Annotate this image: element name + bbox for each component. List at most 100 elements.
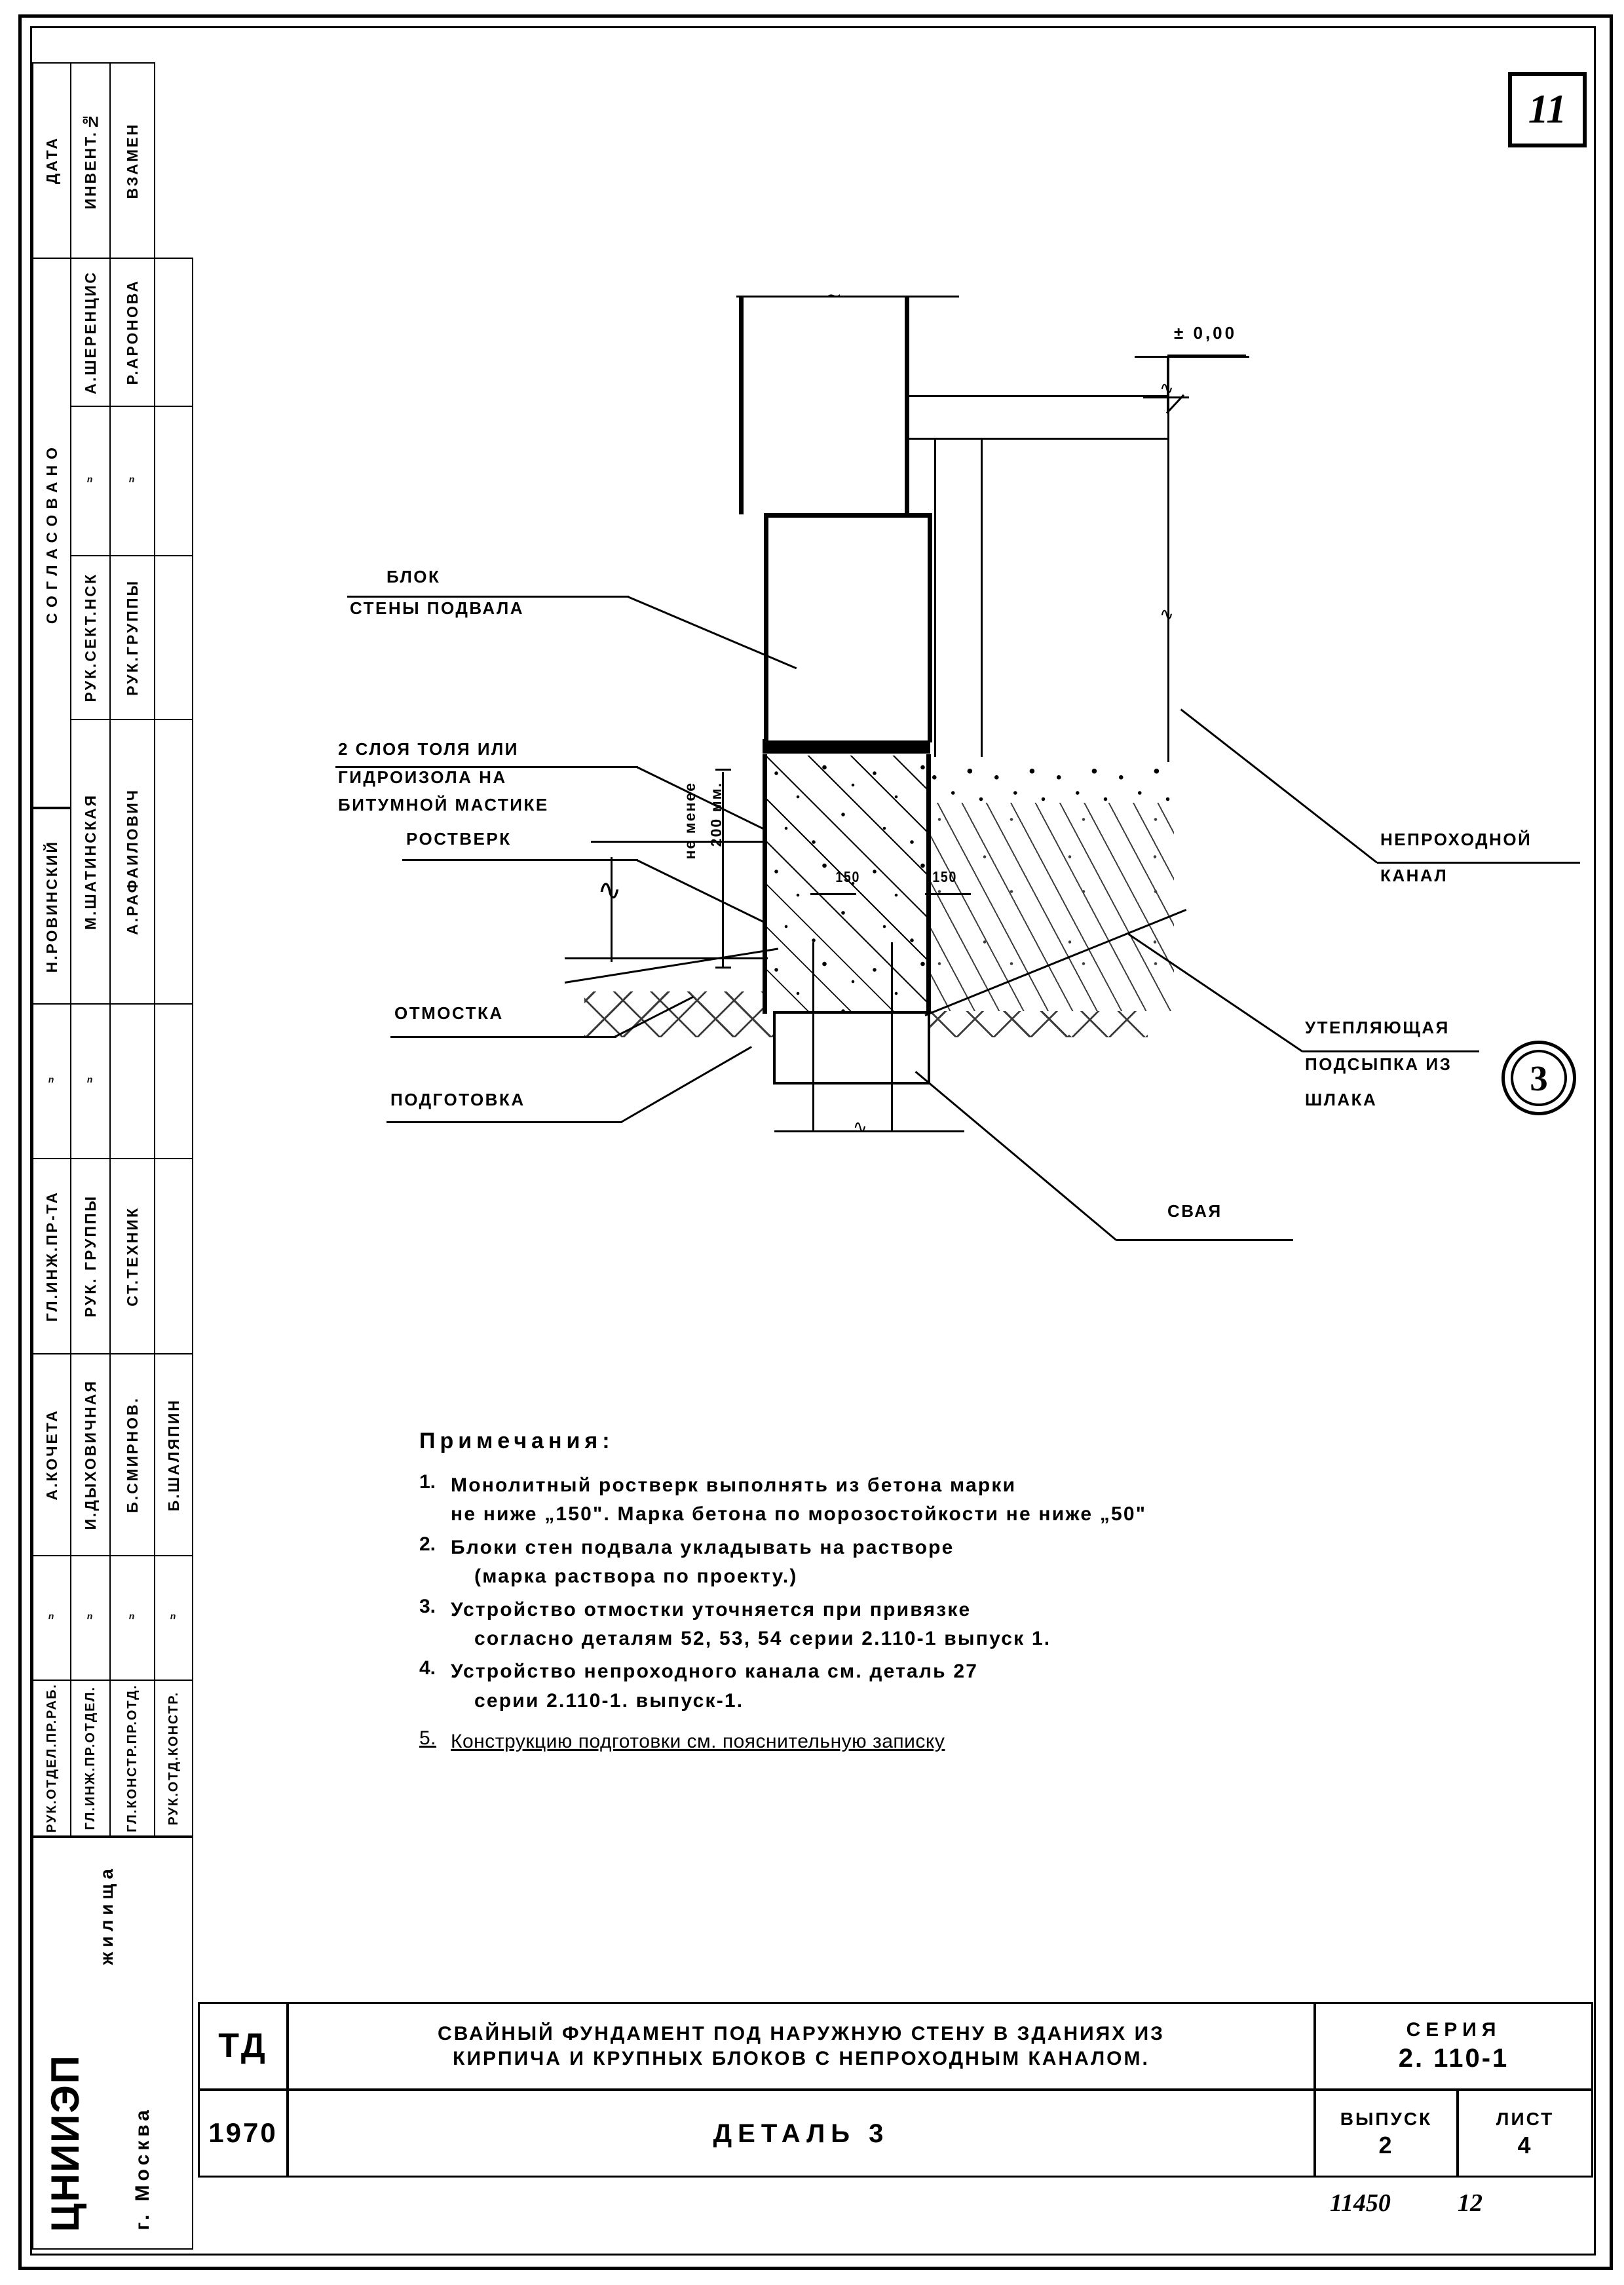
channel-right-boundary <box>1167 356 1169 762</box>
note-text: (марка раствора по проекту.) <box>474 1565 798 1588</box>
leader-underline-channel <box>1377 862 1580 864</box>
sheet-number: 11 <box>1528 87 1567 132</box>
leader-underline-podgotovka <box>387 1121 622 1123</box>
stamp-person-name: И.ДЫХОВИЧНАЯ <box>81 1379 99 1530</box>
signature-mark: ⁿ <box>86 1609 95 1626</box>
tb-seriya-cell: СЕРИЯ 2. 110-1 <box>1314 2002 1593 2090</box>
leader-line-pile <box>915 1071 1117 1241</box>
floor-slab-bottom <box>907 438 1169 440</box>
label-block-wall-line2: СТЕНЫ ПОДВАЛА <box>350 598 524 618</box>
tb-vypusk-label: ВЫПУСК <box>1340 2108 1433 2129</box>
stamp-role-mid-1: ГЛ.ИНЖ.ПР-ТА <box>32 1158 71 1354</box>
stamp-person-name: Б.ШАЛЯПИН <box>164 1398 182 1512</box>
dim150-right-line <box>925 893 971 895</box>
stamp-name-low-4: Б.ШАЛЯПИН <box>154 1353 193 1556</box>
leader-line-rostverk <box>636 859 767 925</box>
label-block-wall-line1: БЛОК <box>387 567 441 586</box>
channel-wall-inner <box>934 438 936 757</box>
stamp-name-mid-1: Н.РОВИНСКИЙ <box>32 808 71 1005</box>
wall-edge-left <box>764 514 768 742</box>
stamp-signature-cell <box>109 1003 155 1159</box>
elevation-reference-line <box>1135 356 1249 358</box>
break-line-top <box>736 296 959 298</box>
dimension-150-right: 150 <box>932 868 958 885</box>
note-number: 5. <box>419 1727 437 1750</box>
slag-backfill-hatch <box>925 801 1174 1011</box>
upper-wall-edge-right <box>905 296 909 514</box>
stamp-label-soglasovano: СОГЛАСОВАНО <box>43 441 60 624</box>
upper-wall-edge-left <box>739 296 744 514</box>
floor-slab-top <box>907 395 1169 397</box>
stamp-header-data: ДАТА <box>32 62 71 259</box>
stamp-name-mid-4 <box>154 719 193 1005</box>
label-waterproof-line3: БИТУМНОЙ МАСТИКЕ <box>338 795 549 815</box>
dimension-extension-left <box>611 857 613 962</box>
tb-vypusk-cell: ВЫПУСК 2 <box>1314 2089 1458 2178</box>
elevation-mark-label: ± 0,00 <box>1174 323 1237 343</box>
notes-title: Примечания: <box>419 1429 614 1453</box>
channel-wall-outer <box>981 438 983 757</box>
stamp-signature-cell: ⁿ <box>154 1555 193 1681</box>
stamp-role-label: РУК.ОТД.КОНСТР. <box>166 1691 181 1826</box>
stamp-signature-cell: ⁿ <box>70 1003 111 1159</box>
stamp-role-mid-3: СТ.ТЕХНИК <box>109 1158 155 1354</box>
stamp-label-vzamen: ВЗАМЕН <box>123 122 141 199</box>
stamp-person-name: А.РАФАИЛОВИЧ <box>123 788 141 935</box>
leader-underline-slag <box>1302 1050 1479 1052</box>
institute-subtitle: жилища <box>96 1864 117 1965</box>
stamp-label-data: ДАТА <box>43 136 60 185</box>
stamp-role-low-1: РУК.ОТДЕЛ.ПР.РАБ. <box>32 1680 71 1837</box>
note-text: согласно деталям 52, 53, 54 серии 2.110-… <box>474 1627 1051 1649</box>
tb-seriya-value: 2. 110-1 <box>1398 2044 1509 2073</box>
stamp-person-name: М.ШАТИНСКАЯ <box>81 793 99 931</box>
note-text: Блоки стен подвала укладывать на раствор… <box>451 1536 954 1558</box>
note-item: 3. Устройство отмостки уточняется при пр… <box>419 1596 1533 1654</box>
signature-mark: ⁿ <box>128 1609 137 1626</box>
institute-city: г. Москва <box>132 2106 153 2231</box>
sheet-inner-frame <box>30 26 1596 2256</box>
break-symbol: ∿ <box>597 874 622 906</box>
tb-code: ТД <box>218 2027 268 2065</box>
stamp-role-upper-2: РУК.ГРУППЫ <box>109 555 155 720</box>
note-item: 1. Монолитный ростверк выполнять из бето… <box>419 1471 1533 1529</box>
pile-body <box>773 1011 930 1085</box>
tb-list-value: 4 <box>1517 2131 1533 2159</box>
stamp-label-invent: ИНВЕНТ.№ <box>81 111 99 210</box>
leader-line-podgotovka <box>620 1046 752 1123</box>
elevation-arrow-cross <box>1143 396 1189 398</box>
note-text: серии 2.110-1. выпуск-1. <box>474 1689 744 1712</box>
stamp-role-label: ГЛ.КОНСТР.ПР.ОТД. <box>124 1683 140 1833</box>
label-pile: СВАЯ <box>1167 1201 1222 1221</box>
note-text: Конструкцию подготовки см. пояснительную… <box>451 1731 945 1753</box>
label-slag-line3: ШЛАКА <box>1305 1090 1378 1109</box>
wall-block-upper <box>742 297 907 513</box>
stamp-person-name: Н.РОВИНСКИЙ <box>43 839 60 973</box>
stamp-approver-name-1: А.ШЕРЕНЦИС <box>81 270 99 394</box>
wall-edge-right <box>928 514 932 742</box>
signature-mark: ⁿ <box>47 1072 56 1090</box>
tb-detail-caption: ДЕТАЛЬ 3 <box>713 2119 890 2148</box>
leader-underline-waterproof <box>335 766 638 768</box>
stamp-role-upper-3 <box>154 555 193 720</box>
handwritten-number-left: 11450 <box>1330 2189 1391 2217</box>
sheet-outer-frame <box>18 14 1613 2270</box>
stamp-institute-block: ЦНИИЭП жилища г. Москва <box>32 1835 193 2250</box>
dimension-tick-top <box>715 769 731 771</box>
stamp-role-low-4: РУК.ОТД.КОНСТР. <box>154 1680 193 1837</box>
stamp-role-label: ГЛ.ИНЖ.ПР-ТА <box>43 1190 60 1322</box>
stamp-name-mid-2: М.ШАТИНСКАЯ <box>70 719 111 1005</box>
otmostka-top-line <box>565 957 768 959</box>
stamp-signature-cell <box>154 406 193 556</box>
stamp-signature-cell: ⁿ <box>32 1003 71 1159</box>
dimension-tick-bottom <box>715 967 731 969</box>
tb-year-cell: 1970 <box>198 2089 288 2178</box>
break-symbol: ∿ <box>853 1117 867 1136</box>
tb-detail-caption-cell: ДЕТАЛЬ 3 <box>287 2089 1315 2178</box>
stamp-signature-cell: ⁿ <box>109 1555 155 1681</box>
detail-number-marker: 3 <box>1501 1041 1576 1115</box>
otmostka-surface <box>564 948 779 984</box>
stamp-name-low-3: Б.СМИРНОВ. <box>109 1353 155 1556</box>
stamp-person-name: Б.СМИРНОВ. <box>123 1396 141 1513</box>
note-text: Монолитный ростверк выполнять из бетона … <box>451 1474 1017 1496</box>
